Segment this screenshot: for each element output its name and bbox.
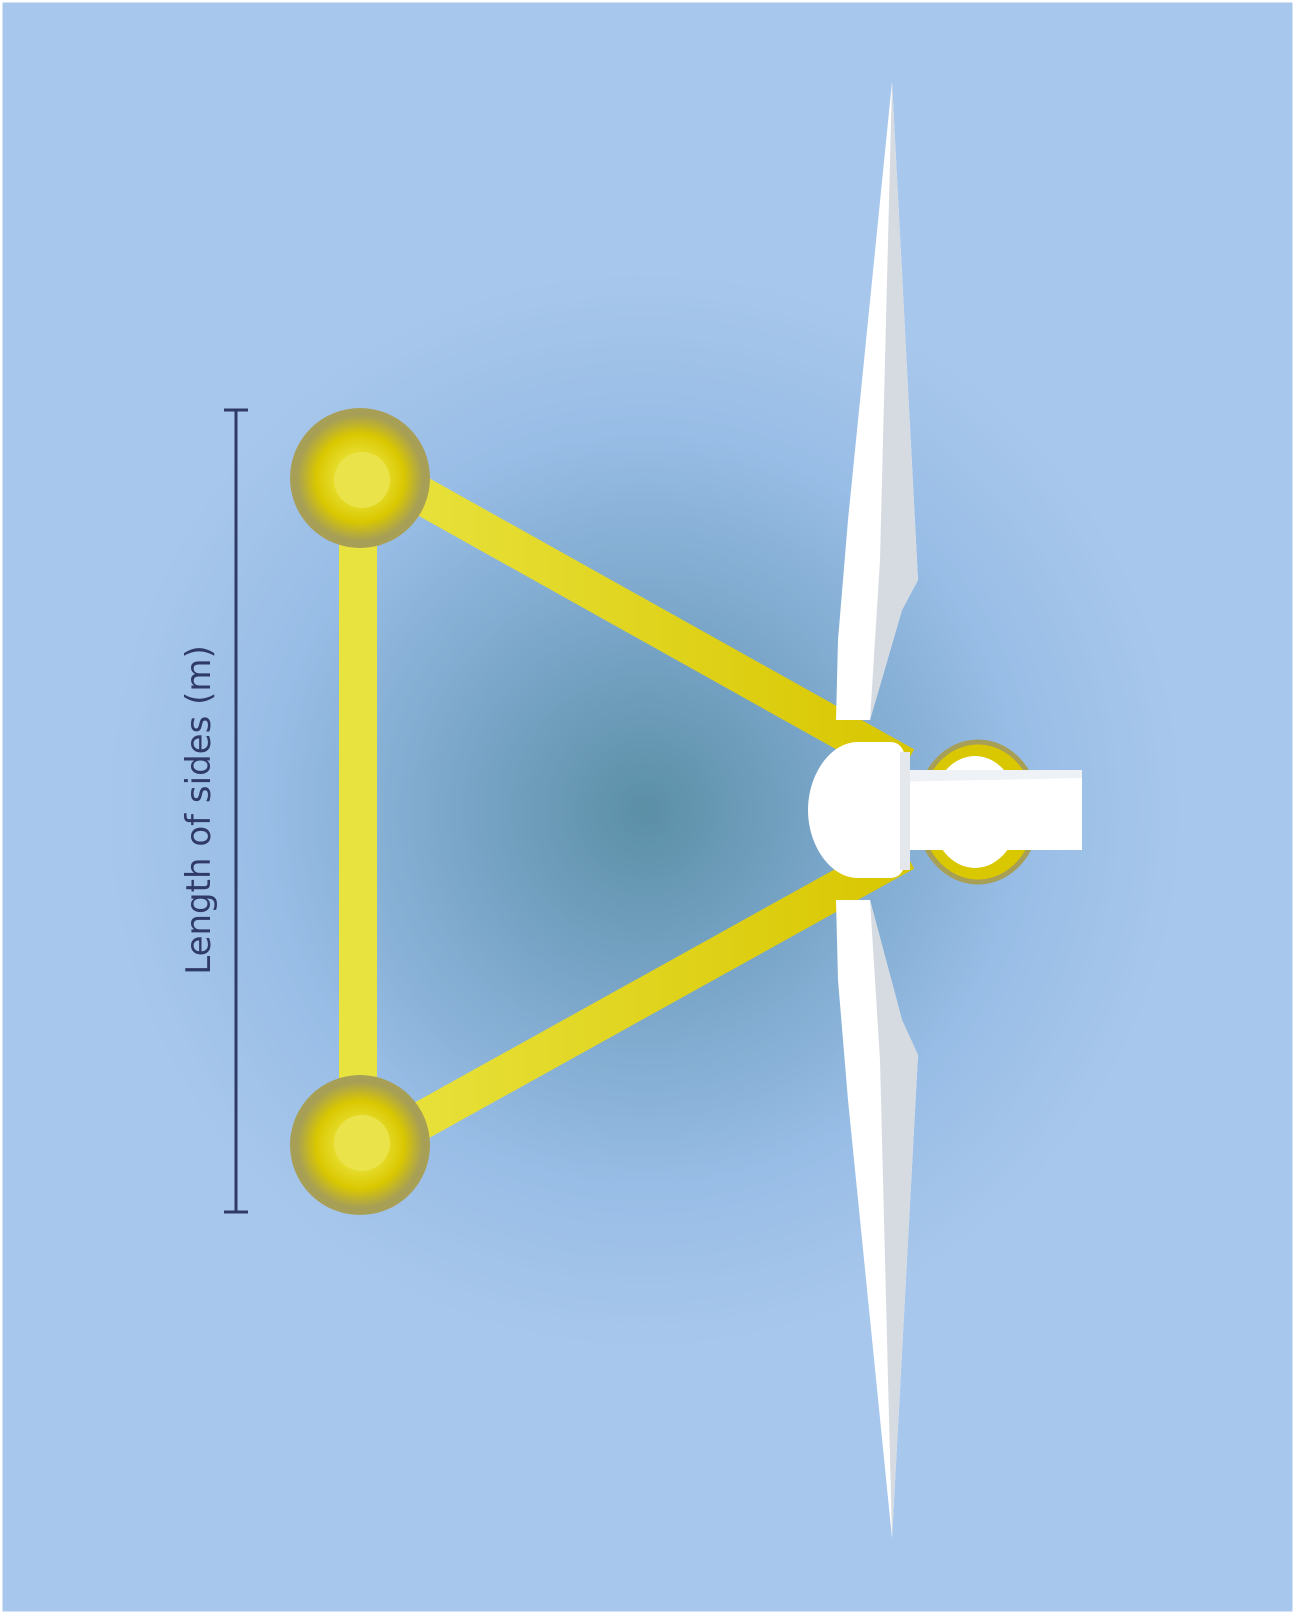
nacelle xyxy=(890,770,1082,850)
floater-bottom xyxy=(290,1075,430,1215)
dimension-label: Length of sides (m) xyxy=(179,645,219,975)
floater-top xyxy=(290,408,430,548)
